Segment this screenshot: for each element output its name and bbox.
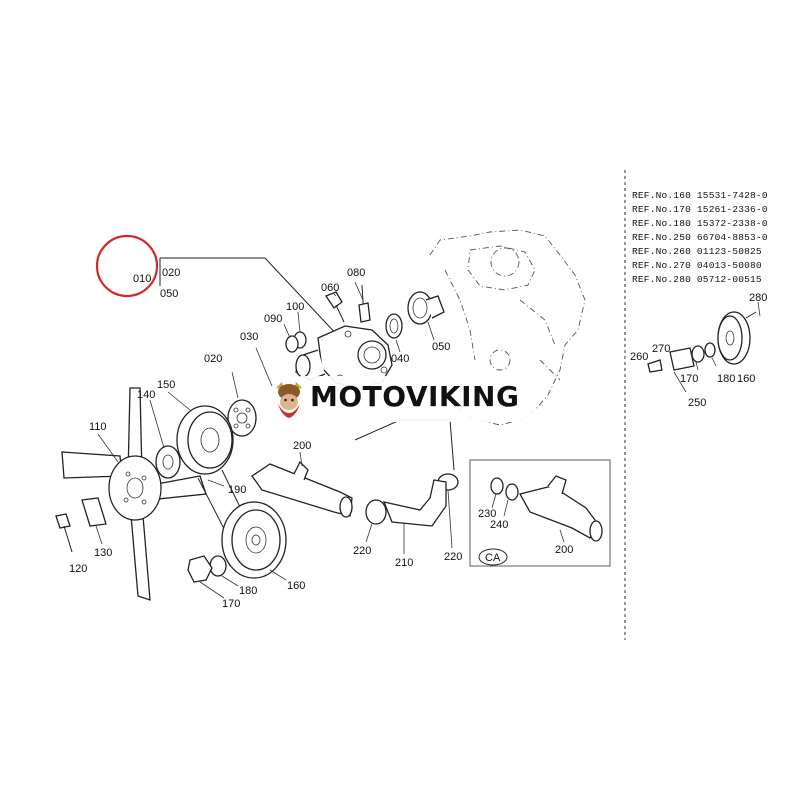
nut-170	[187, 555, 225, 599]
inset-ca-label: CA	[485, 552, 501, 564]
callout-260: 260	[630, 351, 648, 363]
callout-170-aux: 170	[680, 373, 698, 385]
reference-table: REF.No.160 15531-7428-0 REF.No.170 15261…	[632, 190, 768, 285]
callout-160: 160	[287, 580, 305, 592]
watermark: MOTOVIKING	[270, 376, 536, 424]
ref-row: REF.No.250 66704-8853-0	[632, 232, 768, 243]
fan-spacer-140	[149, 399, 181, 479]
gasket-040	[385, 313, 403, 353]
callout-030: 030	[240, 331, 258, 343]
ref-row: REF.No.180 15372-2338-0	[632, 218, 768, 229]
callout-010: 010	[133, 273, 151, 285]
callout-130: 130	[94, 547, 112, 559]
inset-ca-box	[469, 459, 611, 567]
callout-150: 150	[157, 379, 175, 391]
callout-240: 240	[490, 519, 508, 531]
watermark-text: MOTOVIKING	[310, 380, 520, 413]
stud-080	[354, 281, 371, 323]
fan-110	[61, 387, 207, 601]
callout-050-thermostat: 050	[432, 341, 450, 353]
viking-logo-icon	[276, 382, 302, 418]
callout-270: 270	[652, 343, 670, 355]
engine-block-outline	[429, 229, 586, 426]
callout-060: 060	[321, 282, 339, 294]
callout-180: 180	[239, 585, 257, 597]
hose-clamp-220a	[365, 499, 387, 543]
pulley-flange-020	[227, 371, 257, 437]
fan-bracket-130	[81, 497, 107, 545]
leader-hose	[354, 419, 455, 471]
ref-row: REF.No.280 05712-00515	[632, 274, 762, 285]
thermostat-050	[407, 291, 445, 341]
callout-210: 210	[395, 557, 413, 569]
callout-180-aux: 180	[717, 373, 735, 385]
water-pump	[295, 325, 393, 389]
auxiliary-pulley-assembly	[647, 301, 761, 393]
callout-080: 080	[347, 267, 365, 279]
callout-160-aux: 160	[737, 373, 755, 385]
leader-010	[159, 257, 341, 339]
callout-190: 190	[228, 484, 246, 496]
callout-120: 120	[69, 563, 87, 575]
watermark-backdrop	[300, 376, 536, 422]
callout-140: 140	[137, 389, 155, 401]
fan-pulley-150	[167, 391, 234, 475]
bolt-060	[325, 291, 345, 323]
callout-090: 090	[264, 313, 282, 325]
callout-200-inset: 200	[555, 544, 573, 556]
callout-250: 250	[688, 397, 706, 409]
callout-020-flange: 020	[204, 353, 222, 365]
water-pipe-200	[251, 451, 353, 518]
callout-220: 220	[353, 545, 371, 557]
callout-020: 020	[162, 267, 180, 279]
callout-050: 050	[160, 288, 178, 300]
callout-230: 230	[478, 508, 496, 520]
ref-row: REF.No.170 15261-2336-0	[632, 204, 768, 215]
ref-row: REF.No.260 01123-50825	[632, 246, 762, 257]
callout-200: 200	[293, 440, 311, 452]
callout-170: 170	[222, 598, 240, 610]
crank-pulley-160	[221, 501, 287, 581]
callout-040: 040	[391, 353, 409, 365]
callout-280: 280	[749, 292, 767, 304]
callout-220-right: 220	[444, 551, 462, 563]
callout-100: 100	[286, 301, 304, 313]
spacer-030	[255, 347, 273, 387]
bolt-120	[55, 513, 73, 553]
water-hose-210	[382, 479, 447, 554]
ref-row: REF.No.270 04013-50080	[632, 260, 762, 271]
callout-110: 110	[89, 421, 107, 433]
highlight-circle	[95, 234, 159, 298]
ref-row: REF.No.160 15531-7428-0	[632, 190, 768, 201]
washer-nut-090-100	[283, 311, 307, 353]
